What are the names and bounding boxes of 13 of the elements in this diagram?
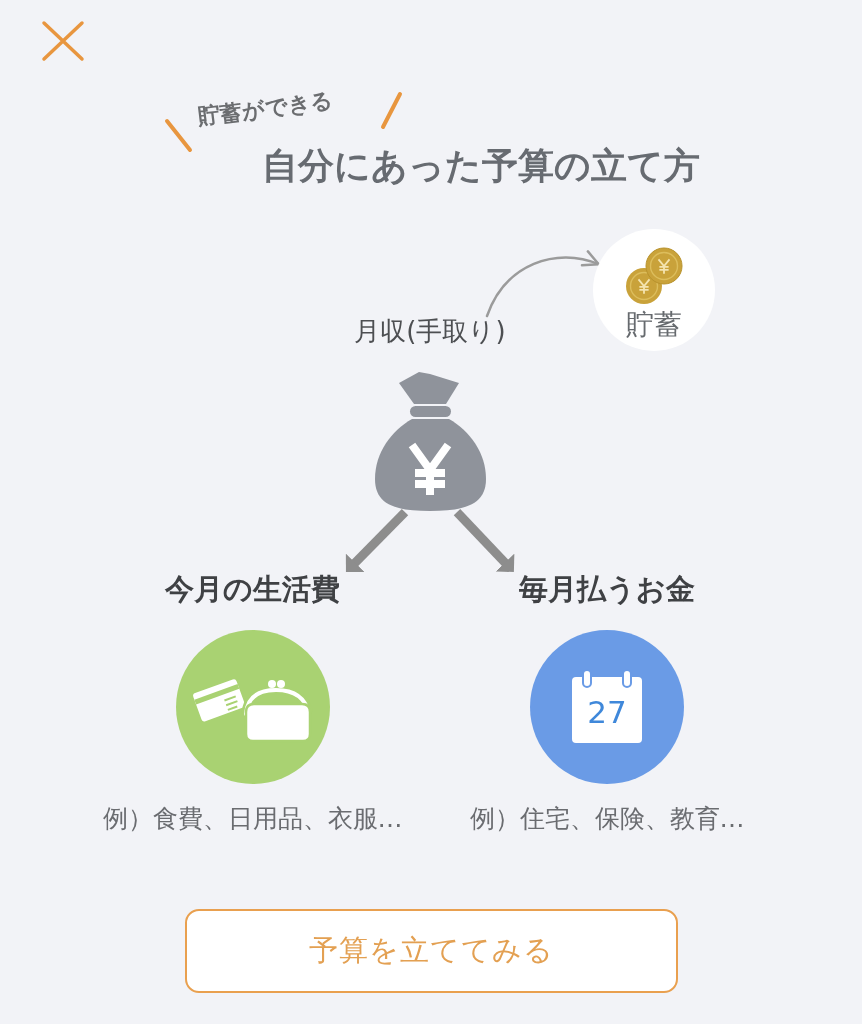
arrow [453, 509, 515, 572]
tagline: 貯蓄ができる [196, 87, 336, 131]
category-heading: 今月の生活費 [164, 572, 341, 607]
arrow [345, 509, 409, 572]
income-label: 月収(手取り) [354, 316, 506, 348]
page-title: 自分にあった予算の立て方 [262, 144, 700, 188]
example-caption: 例）住宅、保険、教育… [469, 803, 745, 834]
category-heading: 毎月払うお金 [518, 572, 696, 607]
calendar-date: 27 [587, 695, 627, 730]
savings-label: 貯蓄 [626, 308, 682, 342]
start-button: 予算を立ててみる [185, 909, 678, 993]
curved-arrow [485, 250, 600, 318]
example-caption: 例）食費、日用品、衣服… [102, 803, 403, 834]
